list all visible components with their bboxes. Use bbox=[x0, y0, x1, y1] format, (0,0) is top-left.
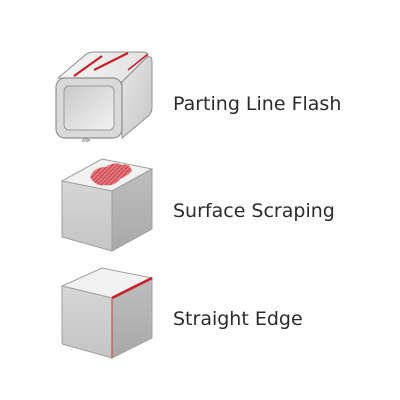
legend-label: Parting Line Flash bbox=[173, 93, 342, 115]
square-tube-flash-icon bbox=[55, 51, 153, 142]
legend-label: Surface Scraping bbox=[173, 200, 335, 222]
cube-straight-edge-icon bbox=[60, 267, 154, 359]
legend-label: Straight Edge bbox=[173, 308, 303, 330]
cube-surface-scrape-icon bbox=[60, 158, 154, 252]
